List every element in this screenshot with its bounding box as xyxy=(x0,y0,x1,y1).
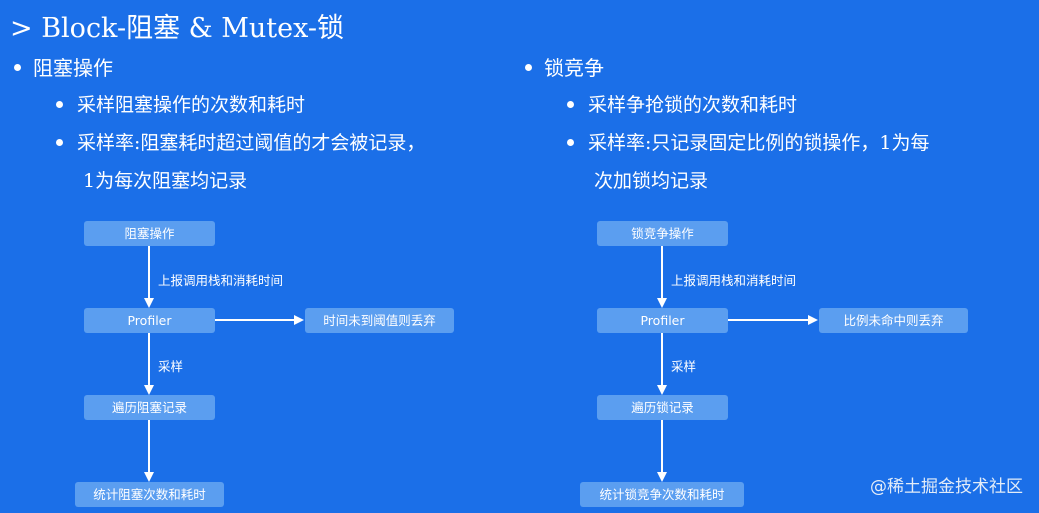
right-point-2-text: 采样率:只记录固定比例的锁操作，1为每 xyxy=(588,132,930,154)
bullet-dot xyxy=(525,64,532,71)
right-node-lock-op: 锁竞争操作 xyxy=(597,221,728,246)
page-title: > Block-阻塞 & Mutex-锁 xyxy=(10,13,345,44)
left-node-discard: 时间未到阈值则丢弃 xyxy=(305,308,454,333)
bullet-dot xyxy=(56,100,63,108)
left-node-block-op: 阻塞操作 xyxy=(84,221,215,246)
right-point-1: 采样争抢锁的次数和耗时 xyxy=(567,86,797,124)
right-edge-report: 上报调用栈和消耗时间 xyxy=(671,273,797,288)
left-edge-report: 上报调用栈和消耗时间 xyxy=(158,273,284,288)
watermark: @稀土掘金技术社区 xyxy=(870,477,1023,497)
left-point-2-cont: 1为每次阻塞均记录 xyxy=(83,170,248,192)
left-heading: 阻塞操作 xyxy=(14,50,113,86)
right-node-traverse: 遍历锁记录 xyxy=(597,395,728,420)
left-point-1-text: 采样阻塞操作的次数和耗时 xyxy=(77,94,306,116)
left-heading-text: 阻塞操作 xyxy=(33,56,113,80)
right-point-1-text: 采样争抢锁的次数和耗时 xyxy=(588,94,798,116)
left-node-profiler: Profiler xyxy=(84,308,215,333)
right-point-2-cont: 次加锁均记录 xyxy=(594,170,709,192)
left-point-2: 采样率:阻塞耗时超过阈值的才会被记录， xyxy=(56,124,425,162)
bullet-dot xyxy=(14,64,21,71)
left-edge-sample: 采样 xyxy=(158,359,184,374)
left-node-stats: 统计阻塞次数和耗时 xyxy=(75,482,224,507)
bullet-dot xyxy=(567,100,574,108)
bullet-dot xyxy=(56,138,63,146)
right-heading-text: 锁竞争 xyxy=(544,56,604,80)
bullet-dot xyxy=(567,138,574,146)
right-point-2: 采样率:只记录固定比例的锁操作，1为每 xyxy=(567,124,930,162)
left-point-2-text: 采样率:阻塞耗时超过阈值的才会被记录， xyxy=(77,132,426,154)
right-edge-sample: 采样 xyxy=(671,359,697,374)
right-heading: 锁竞争 xyxy=(525,50,604,86)
left-point-1: 采样阻塞操作的次数和耗时 xyxy=(56,86,305,124)
right-node-discard: 比例未命中则丢弃 xyxy=(819,308,968,333)
right-node-stats: 统计锁竞争次数和耗时 xyxy=(580,482,744,507)
left-node-traverse: 遍历阻塞记录 xyxy=(84,395,215,420)
right-node-profiler: Profiler xyxy=(597,308,728,333)
